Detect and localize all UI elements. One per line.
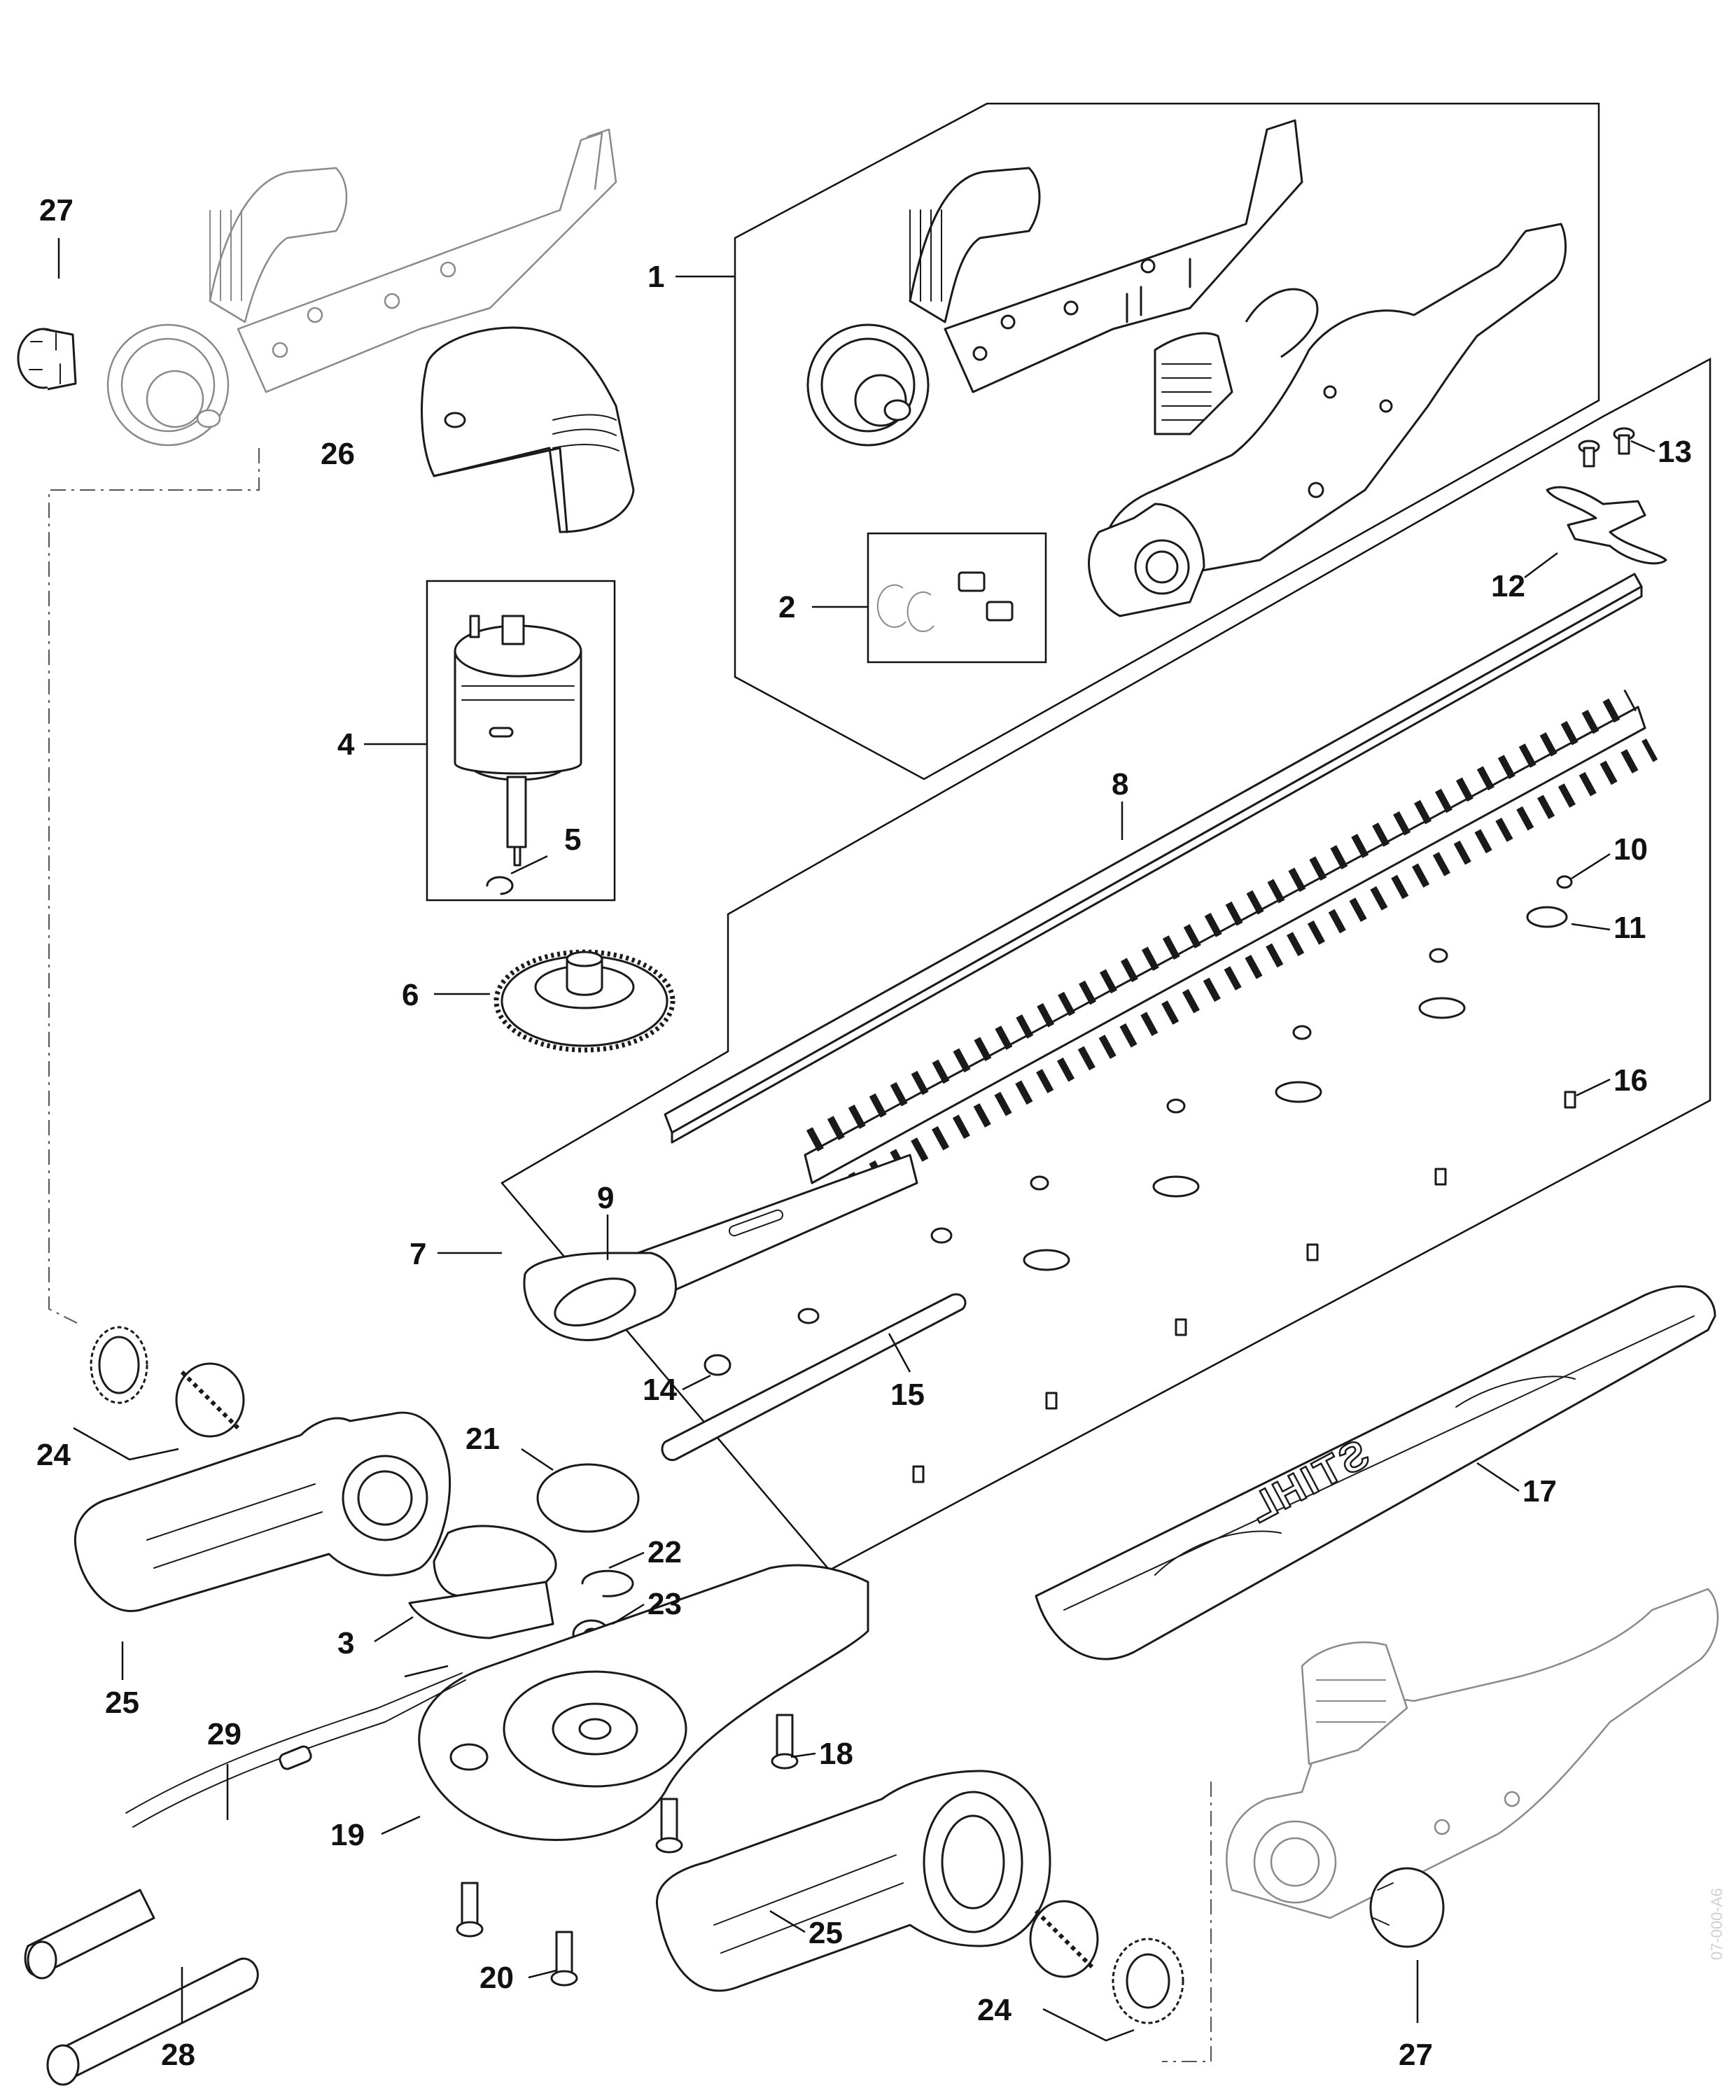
label-21: 21 bbox=[465, 1422, 500, 1456]
label-24-bottom: 24 bbox=[977, 1993, 1011, 2027]
label-4: 4 bbox=[337, 727, 355, 762]
part-25-arm-icon-left bbox=[74, 1411, 451, 1612]
label-27-bottom: 27 bbox=[1399, 2038, 1433, 2072]
part-13-screws-icon bbox=[1578, 427, 1635, 468]
part-26-cover-icon bbox=[421, 326, 635, 533]
part-5-circlip-icon bbox=[486, 876, 514, 895]
screw-set bbox=[912, 1091, 1576, 1483]
part-27-cap-icon bbox=[17, 328, 77, 391]
part-28-tube-icon bbox=[46, 1957, 259, 2086]
part-1-housing-half-icon bbox=[1088, 223, 1567, 617]
part-2-brushes-icon bbox=[876, 571, 1014, 632]
part-8-guide-bar-icon bbox=[664, 573, 1643, 1144]
label-27-top: 27 bbox=[39, 193, 74, 227]
label-25-left: 25 bbox=[105, 1686, 139, 1720]
drawing-code: 07-000-A6 bbox=[1708, 1888, 1726, 1960]
label-29: 29 bbox=[207, 1717, 241, 1751]
label-20: 20 bbox=[479, 1961, 514, 1995]
label-15: 15 bbox=[890, 1378, 925, 1412]
part-24-spring-gear-icon-bottom bbox=[1029, 1900, 1184, 2024]
label-24-left: 24 bbox=[36, 1438, 71, 1472]
label-22: 22 bbox=[648, 1535, 682, 1569]
part-17-grip-icon: STIHL bbox=[1035, 1285, 1716, 1660]
part-21-disc-icon bbox=[536, 1463, 640, 1533]
label-12: 12 bbox=[1491, 569, 1525, 603]
part-9-cutter-blade-icon bbox=[523, 690, 1658, 1341]
part-19-gear-housing-icon bbox=[418, 1564, 869, 1841]
part-6-gear-icon bbox=[493, 949, 676, 1053]
dash-line-right bbox=[1162, 1782, 1212, 2062]
label-2: 2 bbox=[778, 590, 795, 624]
washers-and-screws-icon bbox=[704, 875, 1576, 1483]
label-9: 9 bbox=[597, 1181, 614, 1215]
part-27-cap-icon-bottom bbox=[1369, 1867, 1445, 1948]
part-25-arm-icon-bottom bbox=[656, 1770, 1051, 1992]
label-28: 28 bbox=[161, 2038, 195, 2072]
label-3: 3 bbox=[337, 1626, 354, 1660]
label-23: 23 bbox=[648, 1587, 682, 1621]
label-26: 26 bbox=[321, 437, 355, 471]
label-19: 19 bbox=[330, 1818, 365, 1852]
label-8: 8 bbox=[1112, 767, 1128, 802]
label-10: 10 bbox=[1614, 832, 1648, 867]
label-14: 14 bbox=[643, 1373, 677, 1407]
part-29-switch-cable-icon bbox=[24, 1672, 466, 1980]
label-18: 18 bbox=[819, 1737, 853, 1771]
motor-box bbox=[426, 580, 616, 902]
label-11: 11 bbox=[1614, 911, 1646, 945]
label-6: 6 bbox=[402, 978, 419, 1012]
label-16: 16 bbox=[1614, 1063, 1648, 1098]
label-7: 7 bbox=[410, 1237, 426, 1271]
housing-ghost-topleft bbox=[106, 128, 617, 447]
part-3-plate-icon bbox=[408, 1525, 557, 1639]
part-1-housing-icon bbox=[806, 119, 1303, 447]
housing-assembly-frame bbox=[734, 102, 1600, 780]
part-12-bracket-icon bbox=[1546, 486, 1667, 565]
leader-lines bbox=[57, 238, 1656, 2042]
part-22-circlip-icon bbox=[581, 1569, 634, 1597]
part-4-motor-icon bbox=[454, 615, 582, 867]
dash-line-left bbox=[48, 448, 260, 1324]
brush-kit-box bbox=[867, 532, 1047, 664]
part-labels: 1 2 3 4 5 6 7 8 9 10 11 12 13 14 15 16 1… bbox=[36, 193, 1692, 2072]
label-17: 17 bbox=[1522, 1474, 1557, 1508]
part-24-spring-gear-icon-left bbox=[90, 1326, 245, 1438]
label-13: 13 bbox=[1658, 435, 1692, 469]
housing-ghost-bottomright bbox=[1226, 1588, 1719, 1919]
label-1: 1 bbox=[648, 260, 664, 294]
label-25-bottom: 25 bbox=[808, 1916, 843, 1950]
label-5: 5 bbox=[564, 822, 581, 857]
blade-assembly-frame bbox=[500, 357, 1712, 1572]
part-18-20-screws-icon bbox=[456, 1714, 799, 1987]
